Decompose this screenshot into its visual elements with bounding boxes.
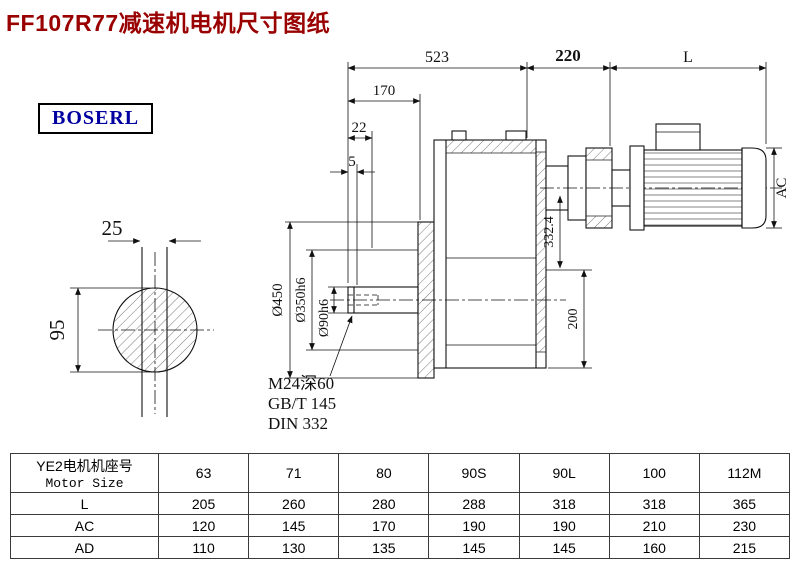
table-row-AC: AC 120 145 170 190 190 210 230 [10,514,791,537]
value-cell: 170 [338,514,430,537]
size-cell: 112M [698,453,791,493]
motor-size-label-cn: YE2电机机座号 [36,457,133,474]
dimension-lines [70,62,782,379]
technical-drawing: 523 220 L 170 22 5 25 95 AC 332.4 200 Ø4… [45,46,790,433]
value-cell: 288 [428,492,520,515]
note-m24: M24深60 [268,374,334,393]
dim-95-label: 95 [45,320,69,341]
dim-AC-label: AC [774,178,790,199]
dim-22-label: 22 [352,120,367,136]
row-label-cell: AC [10,514,159,537]
row-label-cell: AD [10,536,159,559]
value-cell: 190 [518,514,610,537]
value-cell: 160 [608,536,700,559]
dia-90-label: Ø90h6 [317,299,332,337]
shaft-section-view [98,247,214,417]
dim-L-label: L [683,49,693,66]
housing-boss [451,130,467,141]
value-cell: 280 [338,492,430,515]
note-gbt145: GB/T 145 [268,394,336,413]
row-label-cell: L [10,492,159,515]
fan-cover [741,147,767,229]
value-cell: 318 [518,492,610,515]
size-cell: 71 [248,453,340,493]
value-cell: 145 [518,536,610,559]
dim-25-label: 25 [102,216,123,240]
value-cell: 260 [248,492,340,515]
value-cell: 230 [698,514,791,537]
table-row-AD: AD 110 130 135 145 145 160 215 [10,536,791,559]
dim-523-label: 523 [425,49,449,66]
dia-450-label: Ø450 [270,283,286,316]
brand-logo-box: BOSERL [38,103,154,134]
page-title: FF107R77减速机电机尺寸图纸 [6,10,331,36]
dim-170-label: 170 [373,83,396,99]
value-cell: 145 [248,514,340,537]
value-cell: 365 [698,492,791,515]
motor-flange [629,145,645,231]
value-cell: 130 [248,536,340,559]
value-cell: 205 [157,492,250,515]
value-cell: 145 [428,536,520,559]
dia-350-label: Ø350h6 [294,277,309,322]
size-cell: 63 [157,453,250,493]
spec-table: YE2电机机座号 Motor Size 63 71 80 90S 90L 100… [10,453,791,559]
table-header-row: YE2电机机座号 Motor Size 63 71 80 90S 90L 100… [10,453,791,493]
motor-body [643,149,743,227]
value-cell: 190 [428,514,520,537]
size-cell: 100 [608,453,700,493]
dim-220-label: 220 [555,46,581,65]
gearbox-view [330,130,566,379]
brand-logo-text: BOSERL [52,107,140,129]
dim-200-label: 200 [566,309,581,330]
value-cell: 110 [157,536,250,559]
value-cell: 215 [698,536,791,559]
size-cell: 90L [518,453,610,493]
value-cell: 135 [338,536,430,559]
geometry [98,123,782,417]
leader-line [329,315,353,377]
size-cell: 90S [428,453,520,493]
size-cell: 80 [338,453,430,493]
motor-view [540,123,782,231]
motor-size-label-en: Motor Size [45,475,124,491]
dim-332-label: 332.4 [542,216,557,248]
terminal-box [655,123,701,151]
value-cell: 318 [608,492,700,515]
motor-size-header-cell: YE2电机机座号 Motor Size [10,453,159,493]
note-din332: DIN 332 [268,414,328,433]
table-row-L: L 205 260 280 288 318 318 365 [10,492,791,515]
housing-boss [505,130,527,141]
value-cell: 210 [608,514,700,537]
value-cell: 120 [157,514,250,537]
gear-housing [433,139,547,369]
dim-5-label: 5 [348,154,356,170]
dimension-labels: 523 220 L 170 22 5 25 95 AC 332.4 200 Ø4… [45,46,790,433]
